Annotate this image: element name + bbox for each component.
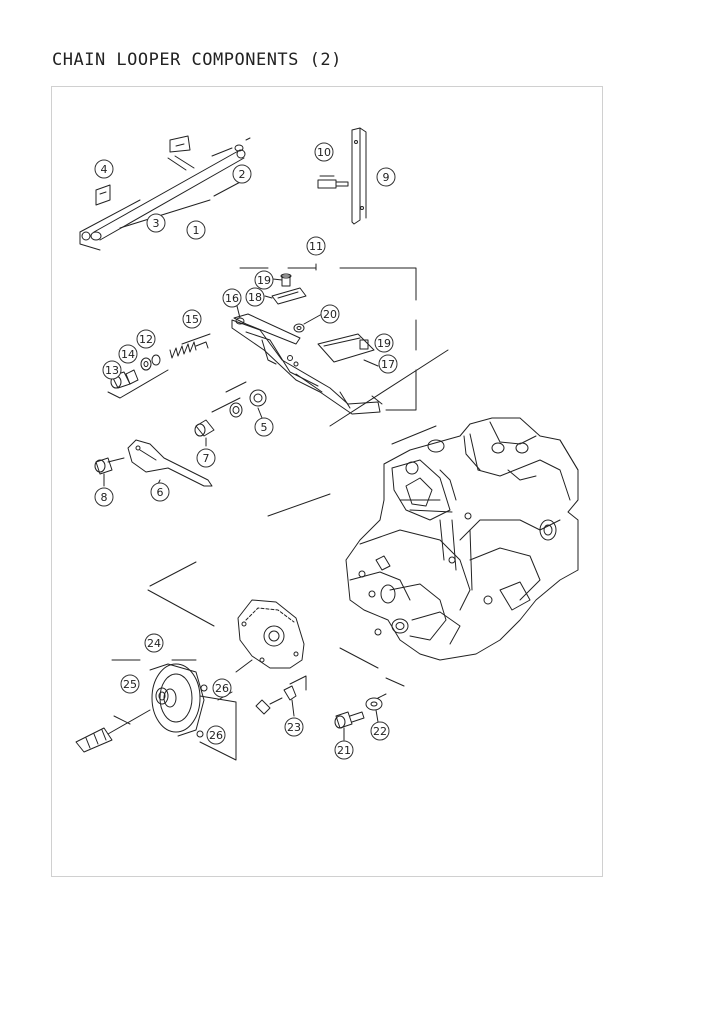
callout-6: 6 <box>150 482 170 502</box>
svg-text:15: 15 <box>185 313 199 326</box>
callout-bubbles: 1 2 3 4 5 6 7 8 9 10 11 12 13 14 15 16 1… <box>94 142 398 760</box>
svg-text:26: 26 <box>215 682 229 695</box>
cover-plate <box>237 599 307 717</box>
callout-5: 5 <box>254 417 274 437</box>
callout-19b: 19 <box>374 333 394 353</box>
callout-1: 1 <box>186 220 206 240</box>
callout-19a: 19 <box>254 270 274 290</box>
svg-text:7: 7 <box>203 452 210 465</box>
callout-2: 2 <box>232 164 252 184</box>
svg-text:22: 22 <box>373 725 387 738</box>
callout-15: 15 <box>182 309 202 329</box>
callout-10: 10 <box>314 142 334 162</box>
svg-text:12: 12 <box>139 333 153 346</box>
svg-text:1: 1 <box>193 224 200 237</box>
callout-8: 8 <box>94 487 114 507</box>
diagram-frame <box>51 86 603 877</box>
svg-text:16: 16 <box>225 292 239 305</box>
svg-text:10: 10 <box>317 146 331 159</box>
callout-11: 11 <box>306 236 326 256</box>
washer-and-screw <box>194 381 267 447</box>
callout-7: 7 <box>196 448 216 468</box>
screw-and-collar <box>334 693 387 741</box>
callout-16: 16 <box>222 288 242 308</box>
page-title: CHAIN LOOPER COMPONENTS (2) <box>52 50 342 70</box>
svg-text:20: 20 <box>323 308 337 321</box>
callout-17: 17 <box>378 354 398 374</box>
callout-24: 24 <box>144 633 164 653</box>
svg-text:25: 25 <box>123 678 137 691</box>
svg-text:9: 9 <box>383 171 390 184</box>
svg-text:19: 19 <box>257 274 271 287</box>
shaft-assembly <box>79 135 251 251</box>
callout-23: 23 <box>284 717 304 737</box>
svg-text:24: 24 <box>147 637 161 650</box>
svg-text:8: 8 <box>101 491 108 504</box>
machine-housing <box>345 417 579 661</box>
callout-20: 20 <box>320 304 340 324</box>
svg-text:3: 3 <box>153 217 160 230</box>
svg-text:11: 11 <box>309 240 323 253</box>
callout-4: 4 <box>94 159 114 179</box>
callout-12: 12 <box>136 329 156 349</box>
callout-26b: 26 <box>206 725 226 745</box>
callout-26a: 26 <box>212 678 232 698</box>
svg-text:19: 19 <box>377 337 391 350</box>
callout-21: 21 <box>334 740 354 760</box>
callout-9: 9 <box>376 167 396 187</box>
callout-18: 18 <box>245 287 265 307</box>
svg-text:4: 4 <box>101 163 108 176</box>
callout-3: 3 <box>146 213 166 233</box>
spring-stud-group <box>107 333 211 399</box>
pulley-assembly <box>75 659 237 761</box>
lever-arm <box>94 439 213 487</box>
svg-text:13: 13 <box>105 364 119 377</box>
callout-13: 13 <box>102 360 122 380</box>
svg-text:6: 6 <box>157 486 164 499</box>
svg-text:23: 23 <box>287 721 301 734</box>
svg-text:14: 14 <box>121 348 135 361</box>
svg-text:2: 2 <box>239 168 246 181</box>
svg-text:26: 26 <box>209 729 223 742</box>
guide-lines <box>147 349 449 701</box>
svg-text:5: 5 <box>261 421 268 434</box>
bracket-plate <box>317 127 367 225</box>
callout-14: 14 <box>118 344 138 364</box>
svg-text:17: 17 <box>381 358 395 371</box>
svg-text:21: 21 <box>337 744 351 757</box>
callout-22: 22 <box>370 721 390 741</box>
callout-25: 25 <box>120 674 140 694</box>
svg-text:18: 18 <box>248 291 262 304</box>
